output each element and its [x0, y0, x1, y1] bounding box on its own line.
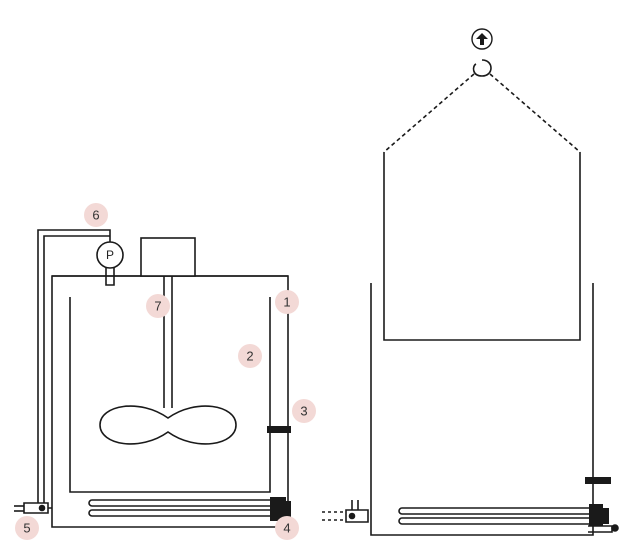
callout-5: 5 — [15, 516, 39, 540]
svg-text:2: 2 — [246, 349, 253, 364]
callout-6: 6 — [84, 203, 108, 227]
heating-element-right-bottom — [398, 517, 593, 525]
callout-1: 1 — [275, 290, 299, 314]
impeller-blade — [99, 405, 237, 445]
heating-element-top — [88, 499, 270, 507]
callout-3: 3 — [292, 399, 316, 423]
lift-cable-right — [489, 73, 581, 153]
svg-text:5: 5 — [23, 521, 30, 536]
left-apparatus — [14, 229, 291, 528]
heating-element-bottom — [88, 509, 270, 517]
pump-outlet — [105, 268, 115, 286]
svg-text:7: 7 — [154, 299, 161, 314]
right-valve — [588, 525, 613, 533]
sensor-bar — [267, 426, 291, 433]
svg-text:6: 6 — [92, 208, 99, 223]
motor-box — [140, 237, 196, 277]
callout-7: 7 — [146, 294, 170, 318]
callout-2: 2 — [238, 344, 262, 368]
up-arrow-icon — [476, 33, 488, 45]
inner-tank — [69, 297, 271, 493]
lift-cable-left — [383, 73, 475, 153]
svg-text:1: 1 — [283, 295, 290, 310]
pump-label: P — [106, 248, 114, 262]
heater-connector-right-cap — [600, 508, 609, 524]
drain-valve-dot — [38, 504, 46, 512]
lifted-basket — [383, 152, 581, 341]
svg-text:3: 3 — [300, 404, 307, 419]
svg-text:4: 4 — [283, 521, 290, 536]
right-valve-dot — [611, 524, 619, 532]
heating-element-right-top — [398, 507, 593, 515]
outer-tank-right — [370, 283, 594, 536]
sensor-bar-right — [585, 477, 611, 484]
drain-valve-right-dot — [348, 512, 356, 520]
right-apparatus — [322, 28, 619, 536]
callout-markers: 1 2 3 4 5 6 7 — [15, 203, 316, 540]
pump-pipe-top — [37, 229, 111, 496]
heater-connector-right — [589, 504, 603, 526]
drain-valve — [23, 496, 52, 514]
drain-valve-right — [345, 500, 369, 523]
callout-4: 4 — [275, 516, 299, 540]
heater-connector — [270, 497, 286, 521]
heater-connector-cap — [283, 501, 291, 517]
outer-tank — [51, 275, 289, 528]
